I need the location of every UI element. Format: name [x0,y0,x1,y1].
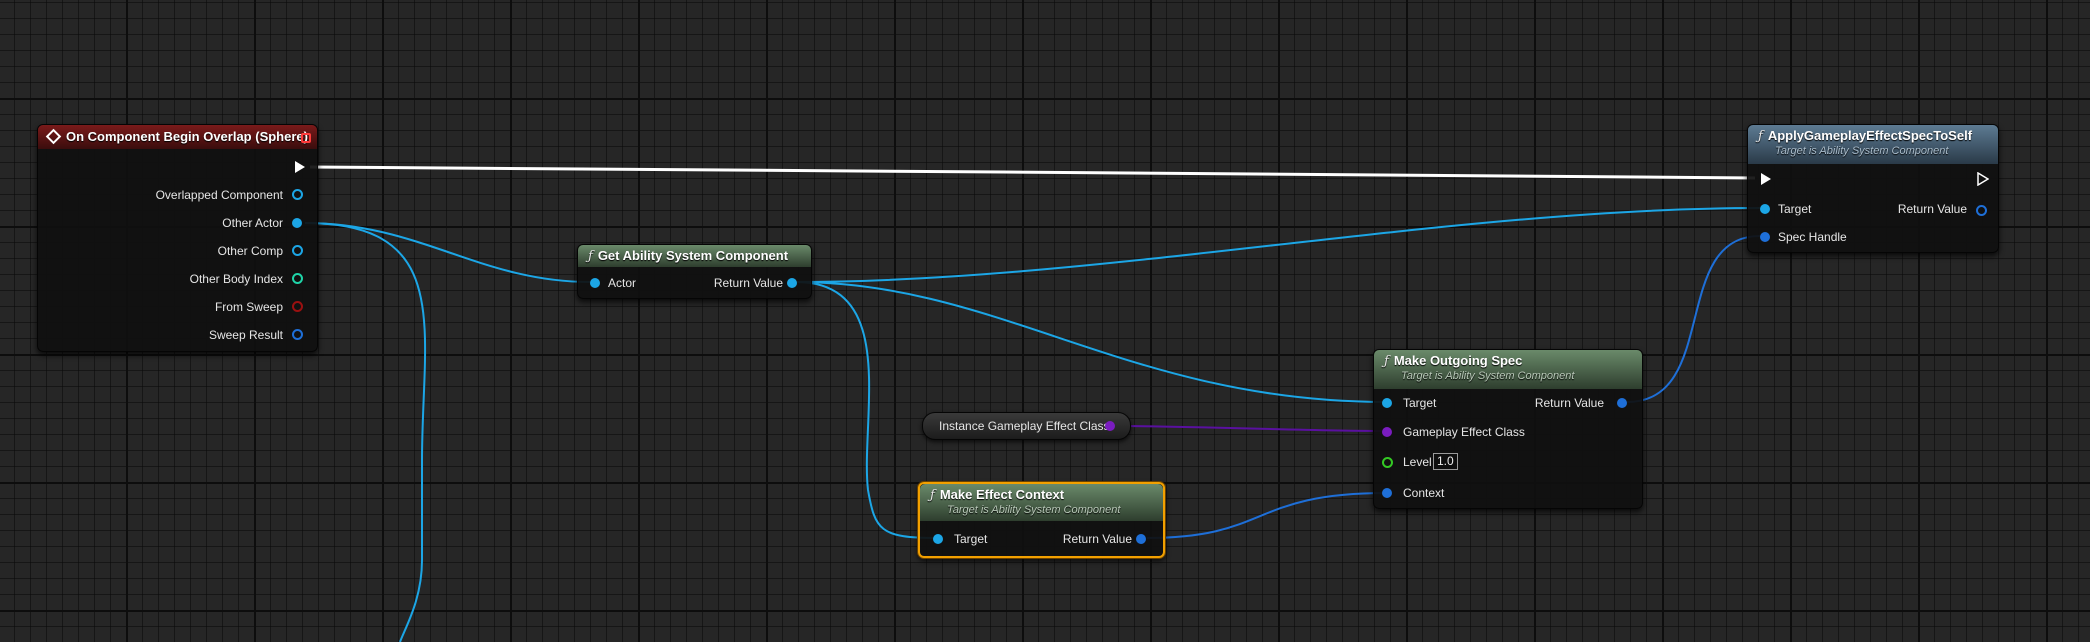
pin-label-sweep-result: Sweep Result [208,328,283,342]
return-value-pin[interactable] [1617,398,1627,408]
pin-label-target: Target [1778,202,1812,216]
function-node-make-outgoing-spec[interactable]: ƒ Make Outgoing Spec Target is Ability Sy… [1373,349,1643,509]
other-body-index-pin[interactable] [292,273,303,284]
return-value-pin[interactable] [787,278,797,288]
node-subtitle: Target is Ability System Component [1401,370,1575,382]
return-value-pin[interactable] [1976,205,1987,216]
gameplay-effect-class-input-pin[interactable] [1382,427,1392,437]
sweep-result-pin[interactable] [292,329,303,340]
node-title: ApplyGameplayEffectSpecToSelf [1767,128,1973,143]
pin-label-spec-handle: Spec Handle [1778,230,1847,244]
other-actor-pin[interactable] [292,218,302,228]
pin-label-return-value: Return Value [1897,202,1967,216]
variable-node-instance-gameplay-effect-class[interactable]: Instance Gameplay Effect Class [922,412,1131,440]
wire-context-to-context[interactable] [1146,492,1387,539]
node-subtitle: Target is Ability System Component [947,504,1121,516]
event-diamond-icon [45,128,62,145]
pin-label-from-sweep: From Sweep [214,300,283,314]
context-input-pin[interactable] [1382,488,1392,498]
function-node-make-effect-context[interactable]: ƒ Make Effect Context Target is Ability S… [918,482,1165,558]
wire-other-actor-down[interactable] [304,222,427,642]
pin-label-return-value: Return Value [1062,532,1132,546]
wire-asc-to-outgoing-target[interactable] [795,281,1387,403]
function-node-get-ability-system-component[interactable]: ƒ Get Ability System Component Actor Retu… [577,244,812,299]
other-comp-pin[interactable] [292,245,303,256]
pin-label-target: Target [954,532,988,546]
variable-output-pin[interactable] [1105,421,1115,431]
pin-label-gameplay-effect-class: Gameplay Effect Class [1403,425,1525,439]
target-input-pin[interactable] [1760,204,1770,214]
return-value-pin[interactable] [1136,534,1146,544]
wire-asc-to-apply-target[interactable] [795,207,1761,283]
wire-other-actor-to-actor[interactable] [304,222,591,283]
event-node-on-component-begin-overlap[interactable]: On Component Begin Overlap (Sphere) Over… [37,124,318,352]
exec-input-pin[interactable] [1761,173,1771,185]
pin-label-target: Target [1403,396,1437,410]
target-input-pin[interactable] [1382,398,1392,408]
wire-class-to-effect-class[interactable] [1111,425,1388,432]
wire-spec-to-spec-handle[interactable] [1626,235,1761,403]
delegate-square-icon[interactable] [301,133,311,143]
pin-label-context: Context [1403,486,1445,500]
pin-label-level: Level [1403,455,1432,469]
function-node-apply-gameplay-effect-spec-to-self[interactable]: ƒ ApplyGameplayEffectSpecToSelf Target is… [1747,124,1999,253]
node-title: Make Effect Context [939,487,1065,502]
pin-label-return-value: Return Value [1534,396,1604,410]
function-icon: ƒ [930,488,935,503]
pin-label-actor: Actor [608,276,637,290]
node-title: Make Outgoing Spec [1393,353,1523,368]
function-icon: ƒ [1758,129,1763,144]
pin-label-return-value: Return Value [713,276,783,290]
exec-output-pin[interactable] [1977,172,1989,186]
actor-input-pin[interactable] [590,278,600,288]
node-header: ƒ ApplyGameplayEffectSpecToSelf Target is… [1748,125,1998,164]
node-header: ƒ Get Ability System Component [578,245,811,267]
pin-label-other-body-index: Other Body Index [189,272,283,286]
exec-wire[interactable] [309,165,1756,180]
function-icon: ƒ [588,249,593,264]
node-subtitle: Target is Ability System Component [1775,145,1949,157]
level-input-pin[interactable] [1382,457,1393,468]
level-value-field[interactable]: 1.0 [1433,453,1458,470]
wire-asc-to-context-target[interactable] [795,281,938,539]
exec-output-pin[interactable] [295,161,305,173]
node-header: ƒ Make Effect Context Target is Ability S… [920,484,1163,521]
node-title: Get Ability System Component [597,248,789,263]
pin-label-other-actor: Other Actor [222,216,283,230]
node-header: On Component Begin Overlap (Sphere) [38,125,317,149]
overlapped-component-pin[interactable] [292,189,303,200]
node-title: On Component Begin Overlap (Sphere) [66,129,308,144]
spec-handle-input-pin[interactable] [1760,232,1770,242]
target-input-pin[interactable] [933,534,943,544]
pin-label-overlapped-component: Overlapped Component [155,188,283,202]
variable-label: Instance Gameplay Effect Class [939,419,1110,433]
function-icon: ƒ [1384,354,1389,369]
node-header: ƒ Make Outgoing Spec Target is Ability Sy… [1374,350,1642,389]
from-sweep-pin[interactable] [292,301,303,312]
pin-label-other-comp: Other Comp [217,244,283,258]
